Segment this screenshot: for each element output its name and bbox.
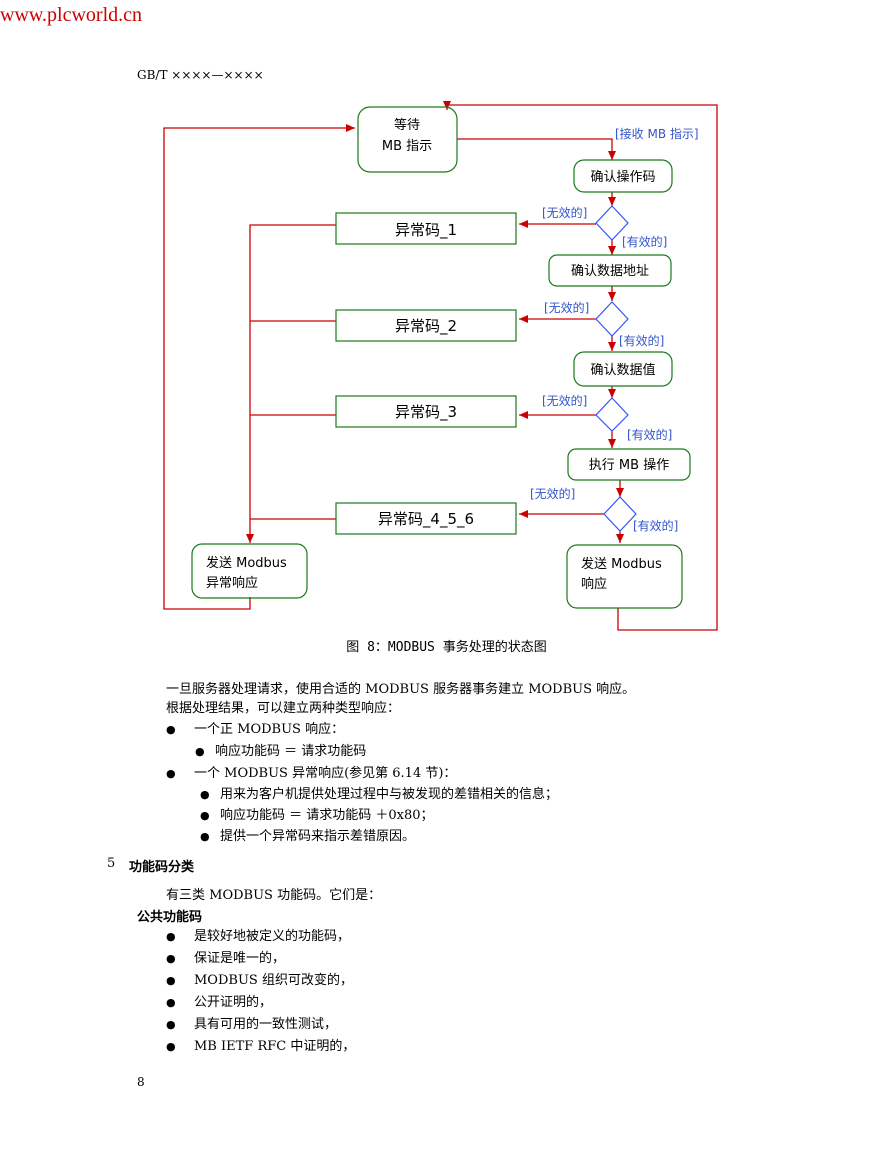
- list-subitem-text: 响应功能码 ＝ 请求功能码 ＋0x80；: [220, 808, 434, 823]
- list-item: ● 保证是唯一的，: [166, 949, 285, 968]
- list-item-text: 保证是唯一的，: [194, 951, 286, 966]
- valid-label-4: [有效的]: [633, 518, 678, 533]
- list-item: ● 一个 MODBUS 异常响应(参见第 6.14 节)：: [166, 764, 456, 783]
- bullet-icon: ●: [166, 930, 176, 943]
- list-subitem-text: 用来为客户机提供处理过程中与被发现的差错相关的信息；: [220, 787, 559, 802]
- send-resp-label-1: 发送 Modbus: [581, 556, 662, 572]
- list-item-text: 一个正 MODBUS 响应：: [194, 722, 345, 737]
- invalid-label-2: [无效的]: [544, 300, 589, 315]
- confirm-op-label: 确认操作码: [590, 169, 655, 185]
- valid-label-2: [有效的]: [619, 333, 664, 348]
- list-item: ● 公开证明的，: [166, 993, 272, 1012]
- list-item: ● MB IETF RFC 中证明的，: [166, 1037, 355, 1056]
- figure-caption: 图 8：MODBUS 事务处理的状态图: [346, 640, 547, 655]
- decision-diamond-2: [595, 301, 629, 337]
- paragraph-2: 根据处理结果，可以建立两种类型响应：: [166, 701, 401, 716]
- confirm-addr-label: 确认数据地址: [571, 264, 649, 279]
- wait-state-box: [357, 106, 458, 173]
- list-item-text: MODBUS 组织可改变的，: [194, 973, 353, 988]
- section-title: 功能码分类: [129, 860, 195, 875]
- subsection-title: 公共功能码: [137, 910, 203, 925]
- list-item: ● 具有可用的一致性测试，: [166, 1015, 337, 1034]
- list-item-text: 是较好地被定义的功能码，: [194, 929, 351, 944]
- recv-label: [接收 MB 指示]: [615, 126, 699, 141]
- watermark: www.plcworld.cn: [0, 4, 143, 26]
- exc3-box: [335, 395, 517, 428]
- document-header: GB/T ××××—××××: [137, 68, 264, 82]
- valid-label-1: [有效的]: [622, 234, 667, 249]
- invalid-label-3: [无效的]: [542, 393, 587, 408]
- list-item-text: 公开证明的，: [194, 995, 273, 1010]
- list-item-text: 一个 MODBUS 异常响应(参见第 6.14 节)：: [194, 766, 457, 781]
- paragraph-3: 有三类 MODBUS 功能码。它们是：: [166, 888, 382, 903]
- exc1-box: [335, 212, 517, 245]
- invalid-label-1: [无效的]: [542, 205, 587, 220]
- bullet-icon: ●: [200, 788, 210, 801]
- wait-label-2: MB 指示: [382, 139, 432, 154]
- bullet-icon: ●: [166, 723, 176, 736]
- confirm-op-box: [573, 159, 673, 193]
- valid-label-3: [有效的]: [627, 427, 672, 442]
- send-exc-box: [191, 543, 308, 599]
- send-resp-label-2: 响应: [581, 576, 607, 592]
- list-subitem-text: 响应功能码 ＝ 请求功能码: [215, 744, 367, 759]
- exc456-label: 异常码_4_5_6: [378, 510, 474, 529]
- invalid-label-4: [无效的]: [530, 486, 575, 501]
- exc2-box: [335, 309, 517, 342]
- bullet-icon: ●: [195, 745, 205, 758]
- decision-diamond-4: [603, 496, 637, 532]
- section-number: 5: [107, 856, 116, 871]
- state-diagram: 等待 MB 指示 确认操作码 确认数据地址 确认数据值 执行 MB 操作 发送 …: [163, 101, 718, 631]
- bullet-icon: ●: [166, 952, 176, 965]
- send-exc-label-1: 发送 Modbus: [206, 555, 287, 571]
- exc2-label: 异常码_2: [395, 317, 457, 336]
- bullet-icon: ●: [166, 1040, 176, 1053]
- paragraph-1: 一旦服务器处理请求，使用合适的 MODBUS 服务器事务建立 MODBUS 响应…: [166, 682, 636, 697]
- bullet-icon: ●: [200, 809, 210, 822]
- list-item: ● 是较好地被定义的功能码，: [166, 927, 350, 946]
- bullet-icon: ●: [166, 767, 176, 780]
- list-item-text: MB IETF RFC 中证明的，: [194, 1039, 356, 1054]
- list-subitem-text: 提供一个异常码来指示差错原因。: [220, 829, 416, 844]
- page-number: 8: [137, 1075, 145, 1089]
- confirm-val-label: 确认数据值: [590, 362, 655, 378]
- wait-label-1: 等待: [394, 117, 420, 133]
- list-item-text: 具有可用的一致性测试，: [194, 1017, 338, 1032]
- list-subitem: ● 用来为客户机提供处理过程中与被发现的差错相关的信息；: [200, 785, 558, 804]
- bullet-icon: ●: [166, 996, 176, 1009]
- send-exc-label-2: 异常响应: [206, 575, 258, 591]
- list-item: ● MODBUS 组织可改变的，: [166, 971, 353, 990]
- bullet-icon: ●: [166, 974, 176, 987]
- exec-op-label: 执行 MB 操作: [589, 457, 669, 473]
- send-resp-box: [566, 544, 683, 609]
- decision-diamond-3: [595, 397, 629, 432]
- bullet-icon: ●: [166, 1018, 176, 1031]
- exc3-label: 异常码_3: [395, 403, 457, 422]
- decision-diamond-1: [595, 205, 629, 241]
- list-subitem: ● 响应功能码 ＝ 请求功能码: [195, 742, 366, 761]
- list-item: ● 一个正 MODBUS 响应：: [166, 720, 344, 739]
- list-subitem: ● 响应功能码 ＝ 请求功能码 ＋0x80；: [200, 806, 434, 825]
- exec-op-box: [567, 448, 691, 481]
- exc456-box: [335, 502, 517, 535]
- list-subitem: ● 提供一个异常码来指示差错原因。: [200, 827, 415, 846]
- confirm-addr-box: [548, 254, 672, 287]
- confirm-val-box: [573, 351, 673, 387]
- bullet-icon: ●: [200, 830, 210, 843]
- exc1-label: 异常码_1: [395, 221, 457, 240]
